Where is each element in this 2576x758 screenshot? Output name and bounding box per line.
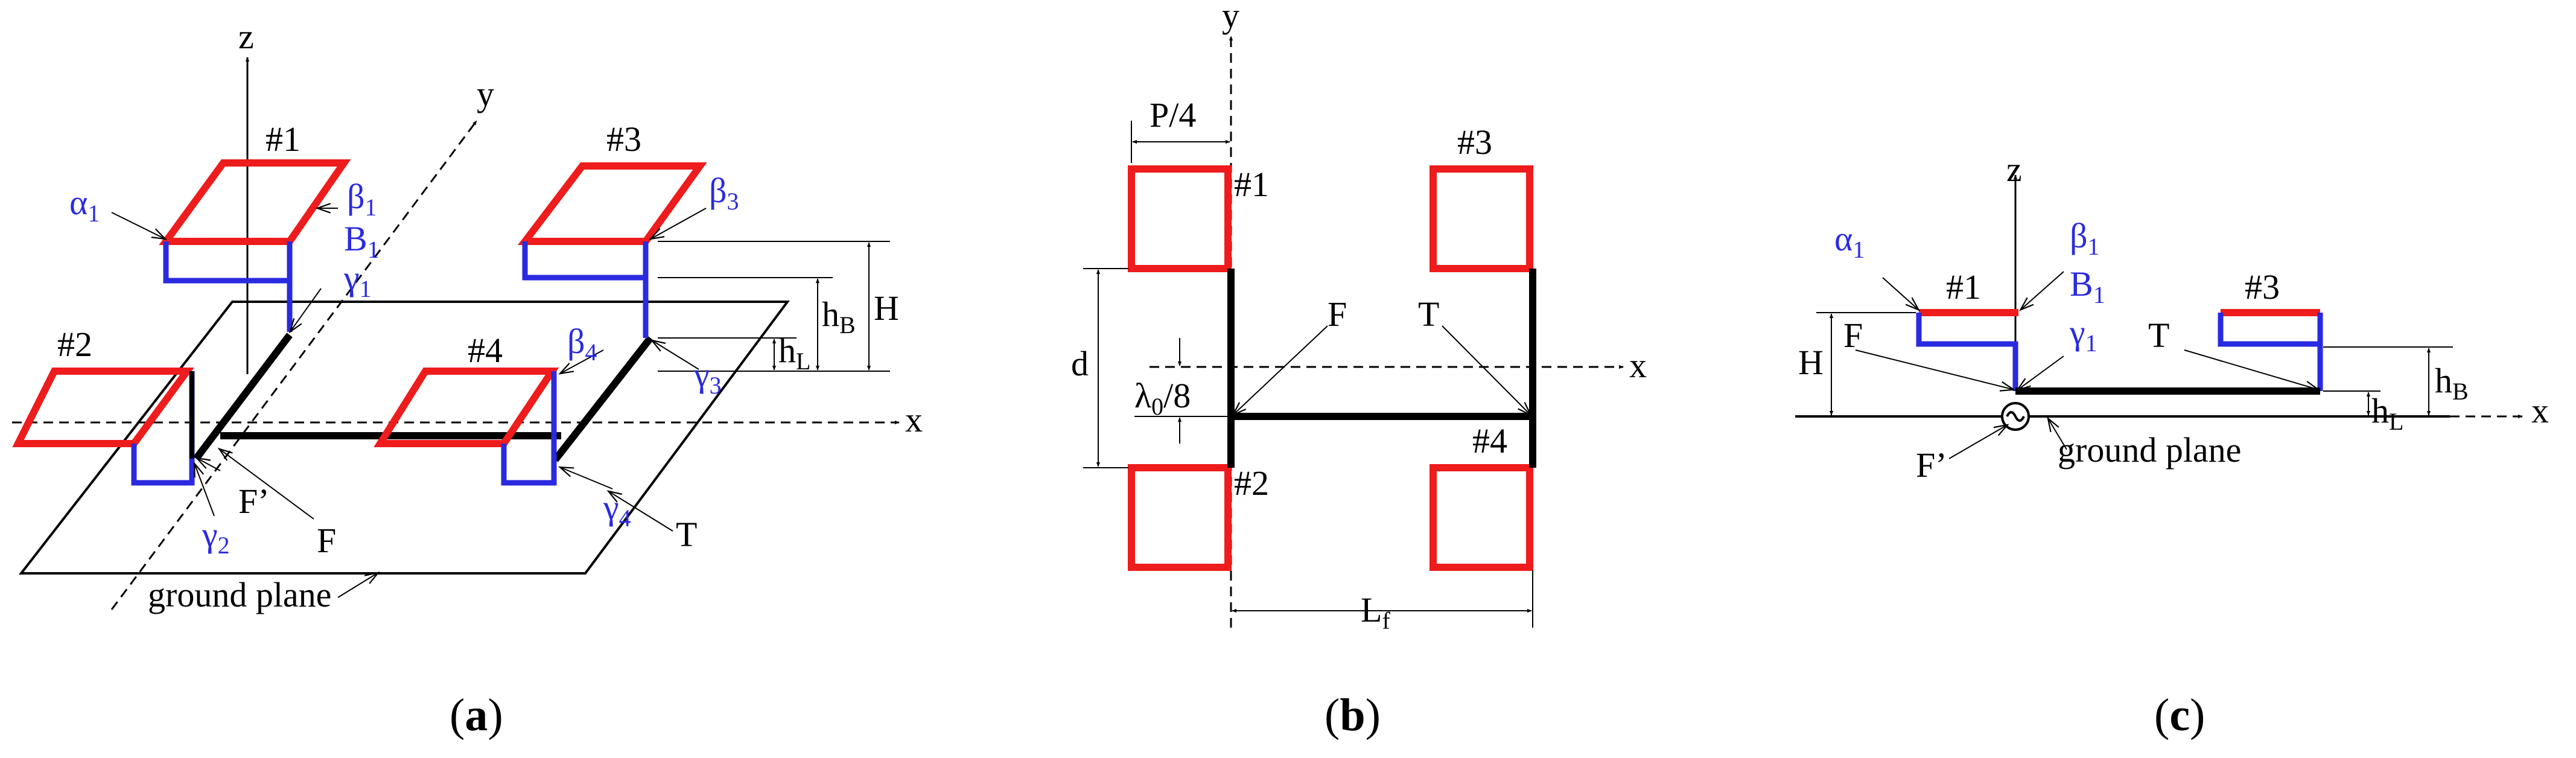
- patch-2-a: [12, 368, 194, 447]
- lambda-label-b: λ0/8: [1134, 376, 1191, 420]
- probe-4-a: [501, 371, 557, 486]
- patch-1-label-a: #1: [266, 119, 301, 159]
- probe-1-c: [1916, 313, 2018, 391]
- leader-beta1-c: [2018, 271, 2064, 311]
- leader-alpha1-c: [1882, 277, 1921, 311]
- patch-1-label-b: #1: [1234, 165, 1269, 204]
- patch-2-label-b: #2: [1234, 463, 1269, 503]
- caption-c: (c): [2154, 690, 2205, 740]
- ground-plane-label-c: ground plane: [2058, 430, 2241, 470]
- leader-beta4-a: [558, 349, 604, 375]
- source-wave-icon: [2006, 411, 2025, 422]
- leader-T-c: [2184, 349, 2321, 391]
- patch-3-label-c: #3: [2245, 267, 2280, 307]
- patch-3-label-b: #3: [1457, 123, 1492, 162]
- leader-ground-a: [337, 572, 380, 598]
- leader-gamma4-a: [558, 466, 613, 489]
- d-label-b: d: [1071, 344, 1089, 383]
- gamma1-label-a: γ1: [343, 258, 372, 302]
- H-label-c: H: [1798, 343, 1824, 382]
- patch-2-b: [1128, 464, 1232, 571]
- gamma1-label-c: γ1: [2069, 313, 2097, 357]
- H-label-a: H: [874, 288, 899, 328]
- feedline-a-right: [552, 336, 654, 462]
- hL-label-a: hL: [778, 331, 810, 375]
- F-label-b: F: [1328, 295, 1347, 334]
- beta1-label-a: β1: [347, 177, 377, 221]
- caption-b: (b): [1325, 690, 1381, 740]
- panel-b: y x P/4 #1 #2 #3 #4 F T d λ0/8 Lf (b): [1071, 0, 1647, 740]
- leader-gamma3-a: [650, 339, 699, 370]
- B1-label-c: B1: [2070, 264, 2105, 308]
- B1-label-a: B1: [344, 219, 380, 263]
- y-axis-a: [110, 120, 478, 610]
- Fprime-label-c: F’: [1916, 445, 1947, 485]
- F-label-c: F: [1843, 316, 1863, 355]
- axis-x-label-b: x: [1629, 346, 1647, 385]
- leader-T-b: [1442, 325, 1532, 416]
- ground-plane-a: [18, 301, 790, 575]
- leader-F-b: [1231, 325, 1328, 416]
- leader-gamma1-c: [2015, 355, 2064, 392]
- beta3-label-a: β3: [709, 171, 739, 215]
- patch-4-b: [1430, 464, 1533, 571]
- patch-3-b: [1430, 165, 1533, 272]
- patch-3-label-a: #3: [606, 119, 641, 159]
- patch-1-label-c: #1: [1946, 267, 1981, 307]
- axis-z-label-a: z: [238, 17, 254, 56]
- ground-plane-label-a: ground plane: [148, 575, 331, 614]
- T-label-c: T: [2148, 316, 2169, 355]
- gamma4-label-a: γ4: [603, 488, 631, 532]
- T-label-b: T: [1418, 295, 1439, 334]
- caption-a: (a): [450, 690, 503, 740]
- probe-3-c: [2218, 313, 2323, 347]
- patch-4-label-b: #4: [1472, 421, 1507, 460]
- leader-beta3-a: [649, 208, 707, 240]
- leader-Fp-a: [195, 457, 221, 471]
- leader-T-a: [606, 490, 673, 532]
- Lf-label-b: Lf: [1361, 590, 1390, 634]
- axis-z-label-c: z: [2006, 150, 2022, 189]
- patch-1-a: [159, 159, 351, 245]
- Fprime-label-a: F’: [238, 482, 270, 521]
- leader-alpha1-a: [111, 212, 167, 240]
- panel-c: z x α1 #1 #3 β1 B1 γ1 H F T hB hL F’ gro…: [1795, 150, 2549, 740]
- patch-2-label-a: #2: [57, 325, 92, 364]
- axis-x-label-a: x: [905, 400, 923, 439]
- patch-3-a: [517, 162, 707, 245]
- leader-ground-c: [2047, 416, 2067, 450]
- axis-x-label-c: x: [2531, 391, 2549, 430]
- beta1-label-c: β1: [2070, 216, 2100, 260]
- feedline-a-vertical: [193, 333, 293, 461]
- leader-F-c: [1855, 349, 2016, 392]
- patch-1-b: [1128, 165, 1232, 272]
- probe-1-a: [163, 241, 293, 332]
- alpha1-label-c: α1: [1834, 219, 1865, 263]
- beta4-label-a: β4: [567, 322, 597, 366]
- hL-label-c: hL: [2371, 391, 2403, 435]
- hB-label-c: hB: [2435, 361, 2469, 405]
- leader-gamma1-a: [288, 288, 322, 334]
- axis-y-label-a: y: [477, 74, 494, 113]
- leader-gamma2-a: [194, 461, 215, 517]
- P4-label-b: P/4: [1150, 95, 1196, 135]
- F-label-a: F: [317, 521, 336, 560]
- patch-4-label-a: #4: [468, 331, 503, 370]
- gamma3-label-a: γ3: [693, 355, 722, 399]
- alpha1-label-a: α1: [69, 183, 100, 227]
- leader-Fp-c: [1948, 424, 2009, 459]
- T-label-a: T: [676, 515, 697, 554]
- hB-label-a: hB: [822, 295, 856, 339]
- gamma2-label-a: γ2: [202, 515, 230, 559]
- leader-F-a: [217, 447, 314, 520]
- probe-3-a: [522, 241, 649, 281]
- axis-y-label-b: y: [1222, 0, 1239, 35]
- panel-a: z y x #1 #3 #2 #4 α1 β1 B1 γ1 β3 β4 γ3 γ…: [12, 17, 923, 740]
